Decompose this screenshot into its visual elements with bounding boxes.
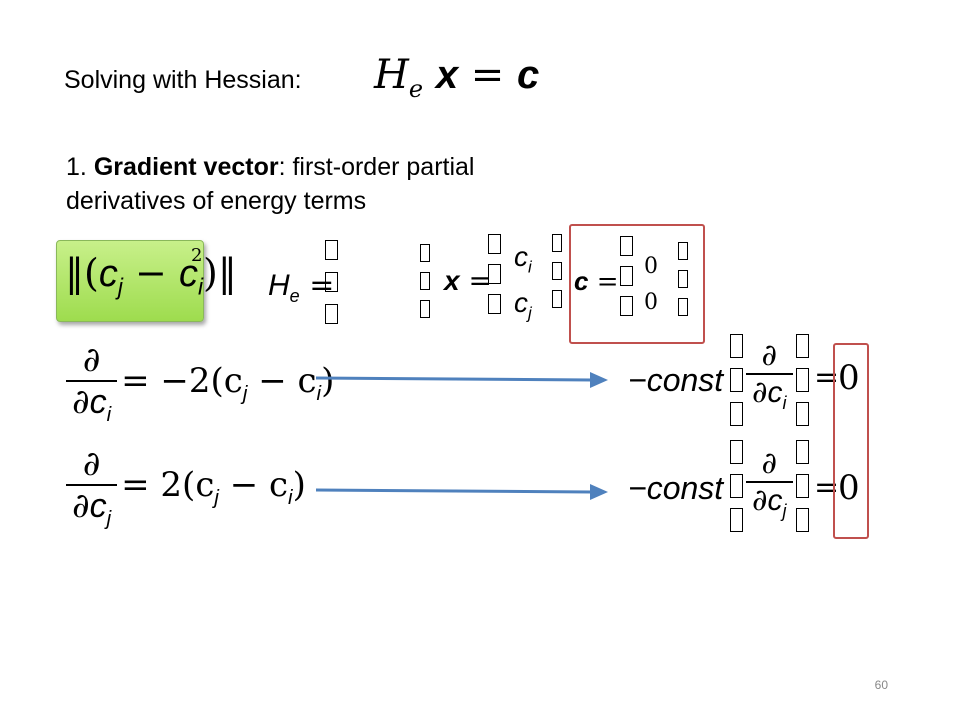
hessian-symbol: H (374, 52, 409, 98)
arrow-2 (315, 484, 608, 500)
hessian-matrix (325, 240, 338, 324)
arrow-1 (315, 372, 608, 388)
result-1-bracket-right (796, 334, 809, 426)
result-1-bracket-left (730, 334, 743, 426)
zero-column-highlight (833, 343, 869, 539)
derivative-ci: ∂ ∂ci = −2(cj − ci) (66, 340, 334, 427)
result-2-bracket-right (796, 440, 809, 532)
gradient-point: 1. Gradient vector: first-order partial … (66, 150, 586, 218)
x-vector: x (435, 53, 459, 97)
result-1-const: −const (628, 362, 724, 398)
x-vector-cj: cj (514, 287, 532, 323)
result-1-fraction: ∂ ∂ci (746, 338, 793, 414)
x-vector-bracket-mid (488, 234, 501, 314)
c-vector-label: c = (574, 266, 619, 297)
hessian-equation: He x = c (374, 52, 539, 103)
page-number: 60 (874, 678, 888, 692)
result-2-fraction: ∂ ∂cj (746, 446, 793, 522)
x-vector-label: x = (444, 264, 492, 297)
result-2-zero: 0 (838, 468, 860, 508)
x-vector-bracket-right (552, 234, 562, 308)
x-vector-bracket-left (420, 244, 430, 318)
energy-term: ‖(cj − ci)‖ (65, 251, 237, 300)
c-vector: c (517, 53, 540, 97)
c-vector-zero-2: 0 (644, 290, 658, 315)
point-text: : first-order partial derivatives of ene… (66, 153, 475, 215)
energy-exponent: 2 (191, 245, 203, 266)
energy-term-box: ‖(cj − ci)‖ 2 (56, 240, 237, 322)
c-vector-highlight (569, 224, 705, 344)
x-vector-ci: ci (514, 241, 532, 277)
result-2-const: −const (628, 470, 724, 506)
equals-sign: = (470, 52, 505, 98)
point-number: 1. (66, 153, 87, 181)
c-vector-bracket-right (678, 242, 688, 316)
c-vector-bracket-left (620, 236, 633, 316)
hessian-matrix-label: He = (268, 268, 335, 306)
c-vector-zero-1: 0 (644, 254, 658, 279)
derivative-cj: ∂ ∂cj = 2(cj − ci) (66, 444, 306, 531)
result-1-zero: 0 (838, 358, 860, 398)
hessian-subscript: e (408, 75, 424, 103)
slide-title: Solving with Hessian: (64, 66, 302, 94)
point-bold: Gradient vector (93, 153, 279, 181)
result-2-bracket-left (730, 440, 743, 532)
